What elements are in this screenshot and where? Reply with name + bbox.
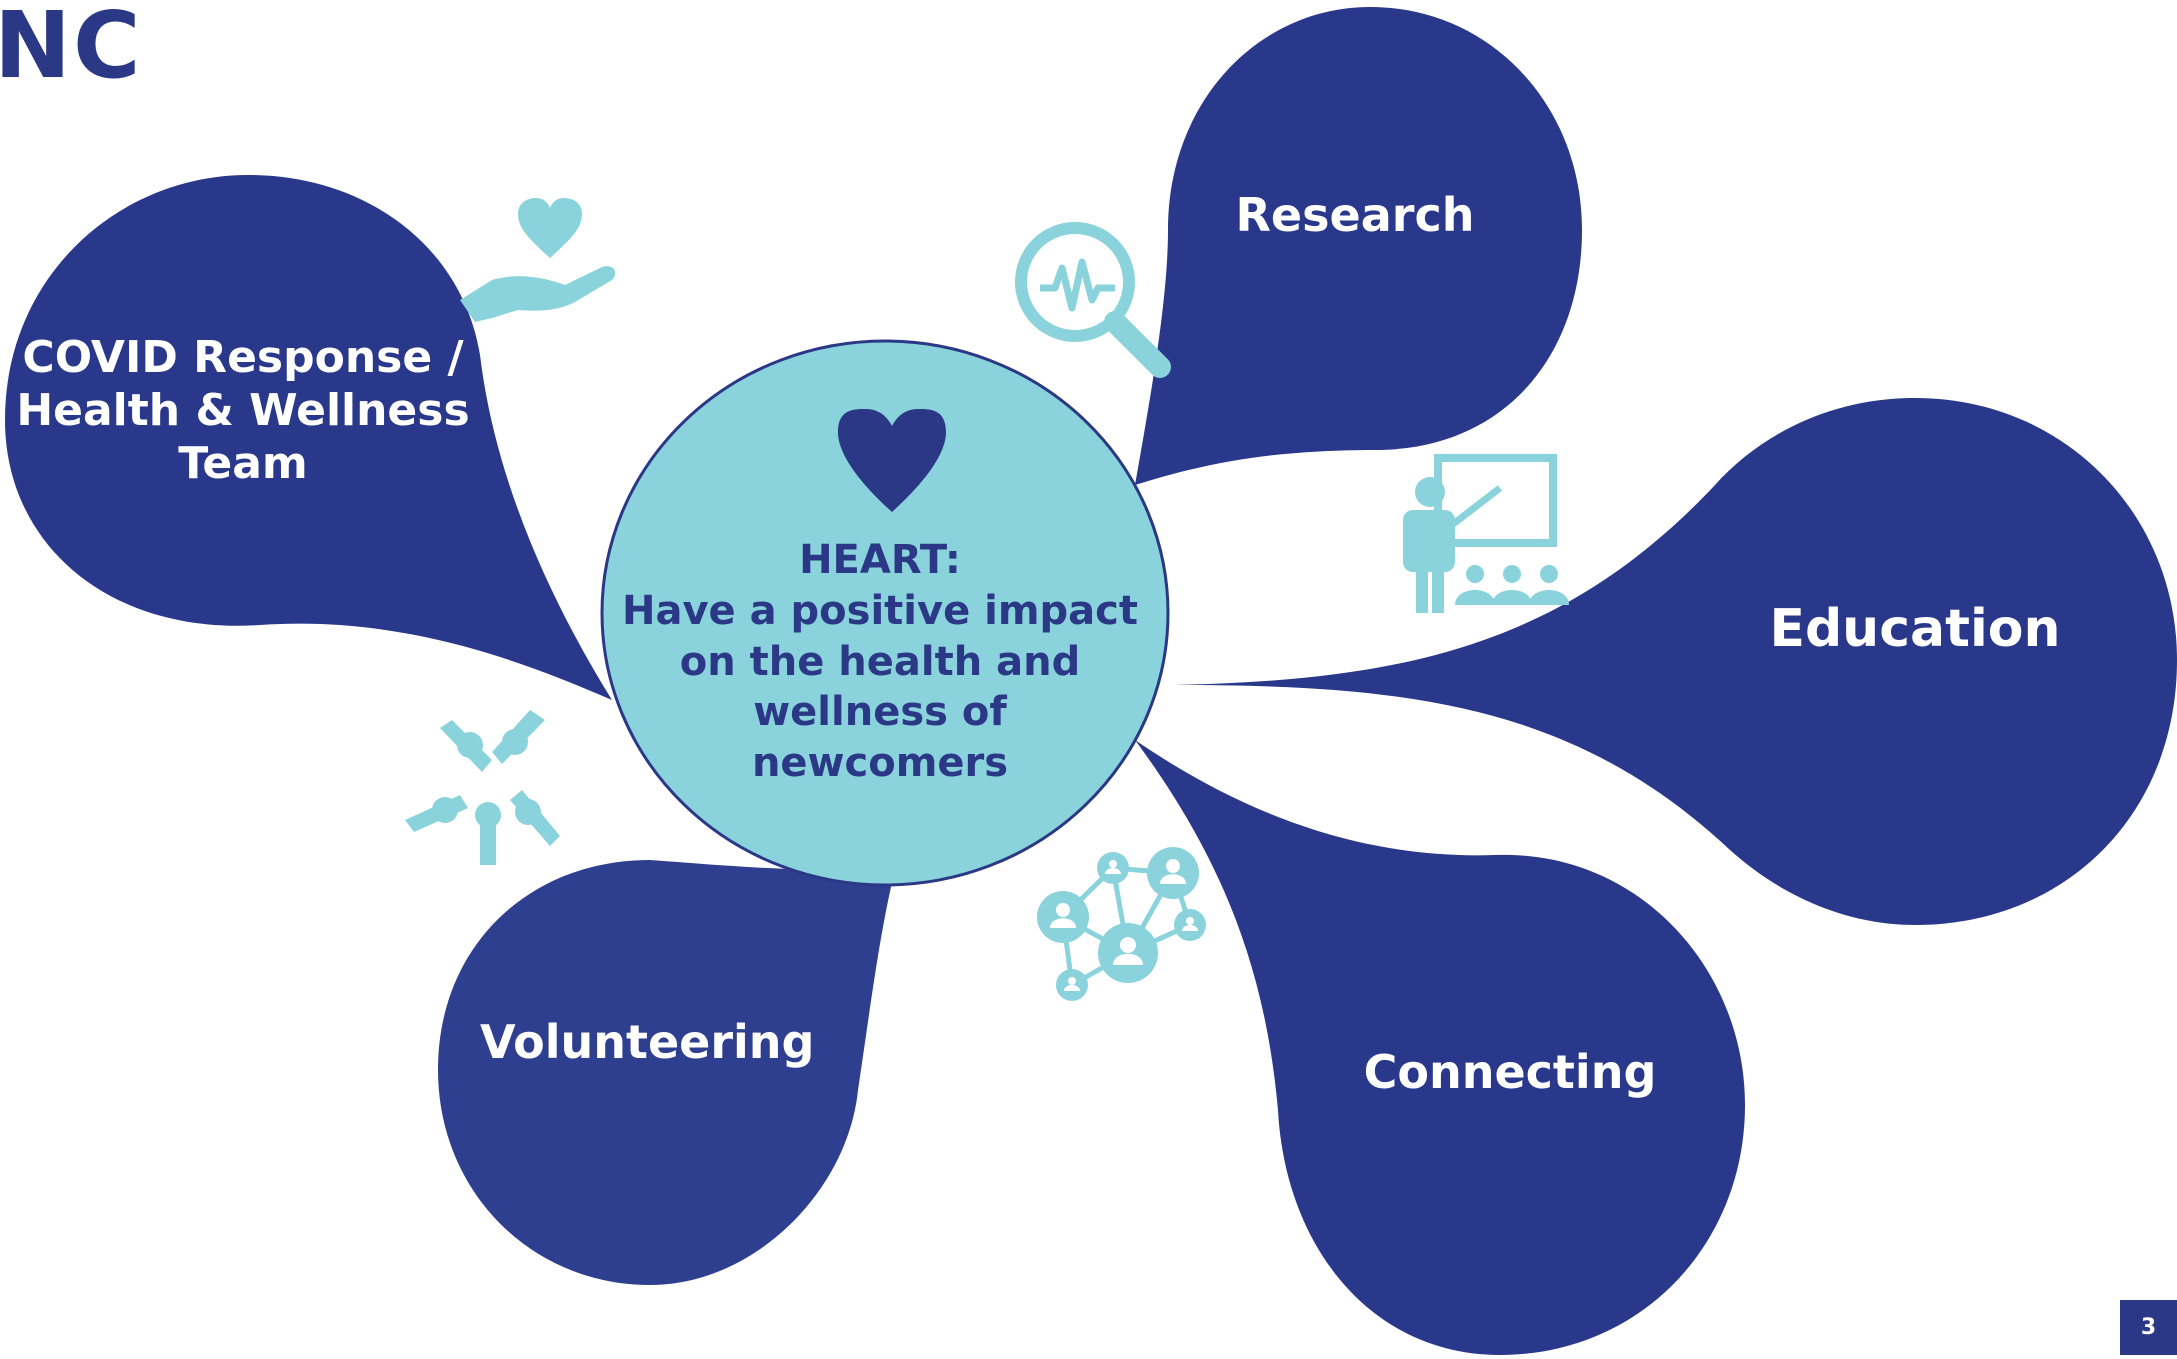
connecting-petal <box>1135 740 1745 1355</box>
covid-label: COVID Response / Health & Wellness Team <box>0 332 486 490</box>
heart-icon <box>838 408 946 512</box>
people-network-icon <box>1037 847 1206 1001</box>
helping-hands-icon <box>405 710 560 865</box>
covid-petal <box>5 175 612 700</box>
page-number: 3 <box>2120 1300 2177 1355</box>
education-petal <box>1175 398 2177 925</box>
volunteering-label: Volunteering <box>480 1015 815 1069</box>
magnifier-pulse-icon <box>1015 222 1171 378</box>
hand-heart-icon <box>460 198 616 322</box>
covid-label-line: Team <box>178 437 308 489</box>
center-line: on the health and <box>679 638 1081 685</box>
connecting-label: Connecting <box>1363 1045 1657 1099</box>
research-label: Research <box>1235 188 1475 242</box>
covid-label-line: COVID Response / <box>22 332 464 383</box>
education-label: Education <box>1769 599 2061 659</box>
center-title: HEART: <box>799 537 961 583</box>
covid-label-line: Health & Wellness <box>16 384 470 436</box>
presentation-board-icon <box>1403 454 1569 613</box>
volunteering-petal <box>438 860 895 1285</box>
org-title-fragment: NC <box>0 0 143 99</box>
research-petal <box>1135 7 1582 485</box>
center-text: HEART: Have a positive impact on the hea… <box>620 535 1140 789</box>
center-line: wellness of newcomers <box>751 689 1009 787</box>
center-line: Have a positive impact <box>622 587 1138 634</box>
center-circle <box>600 339 1170 887</box>
